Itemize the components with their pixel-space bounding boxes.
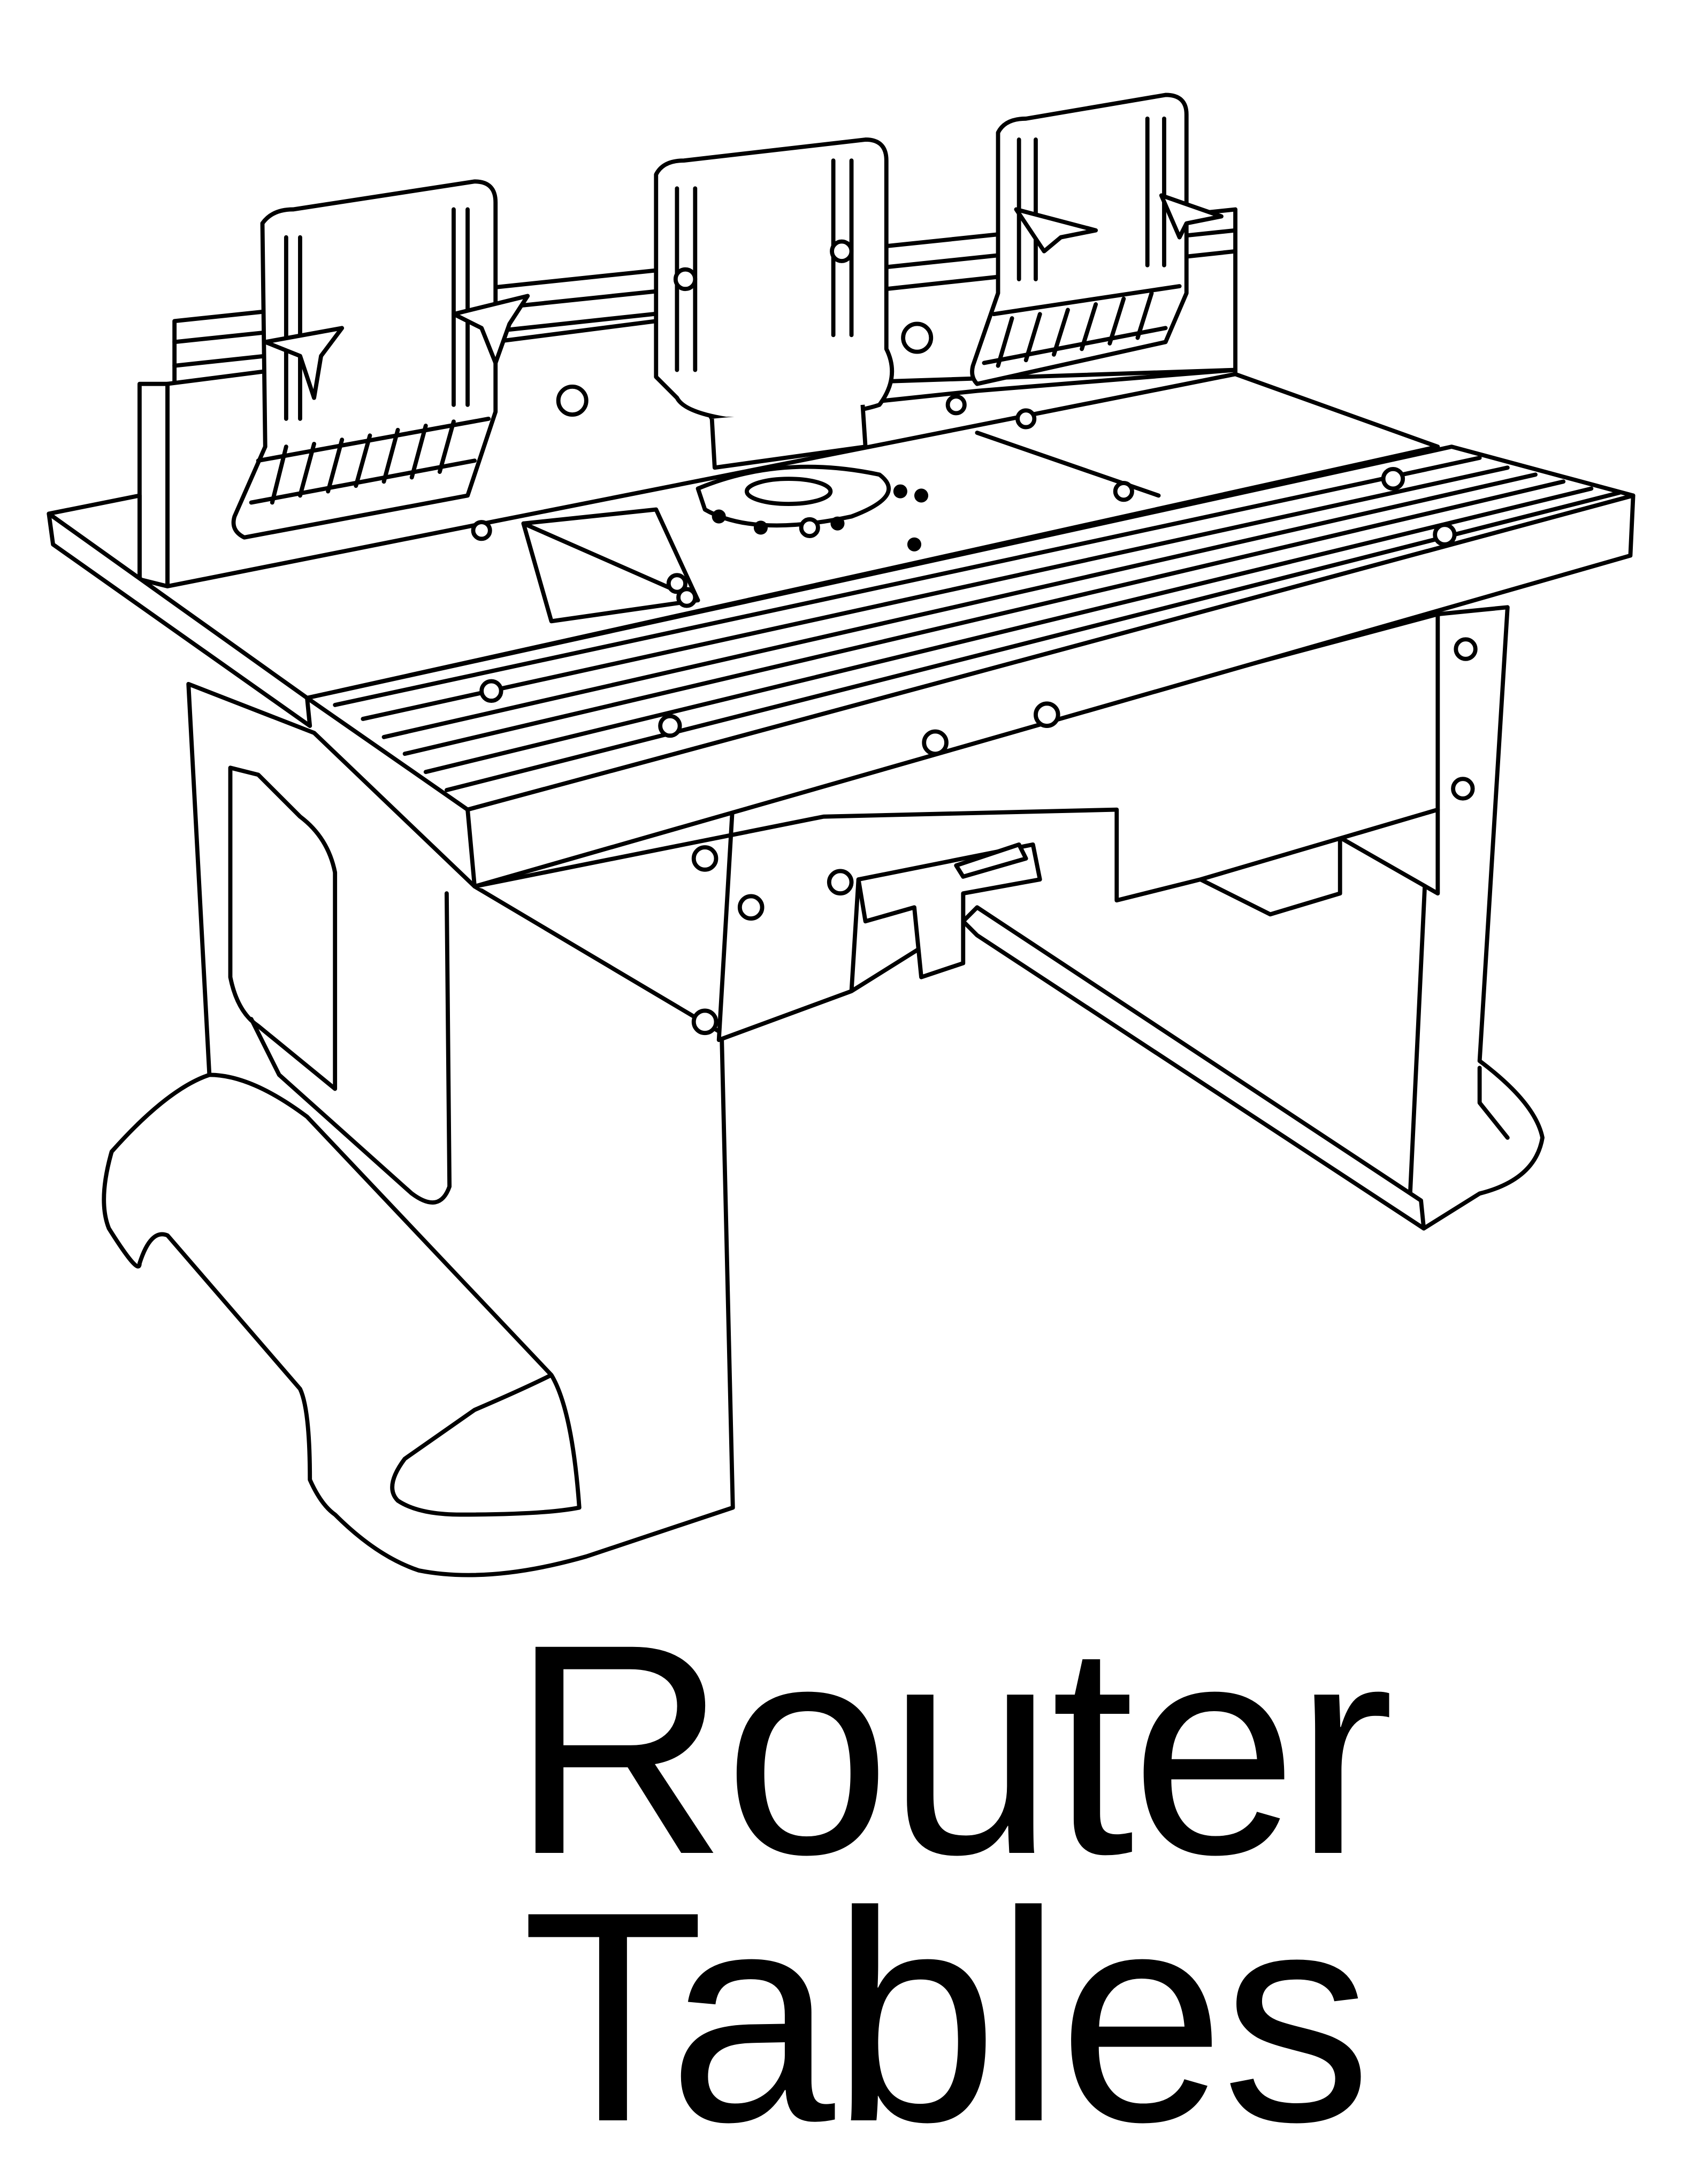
front-t-track-rail: [305, 445, 1635, 889]
right-leg: [1408, 605, 1545, 1231]
table-top: [47, 372, 1440, 728]
center-clamp: [654, 137, 895, 470]
left-featherboard: [231, 179, 530, 540]
title-line-1: Router: [511, 1582, 1394, 1917]
front-apron: [474, 612, 1440, 1043]
title-line-2: Tables: [522, 1849, 1372, 2184]
left-leg: [102, 681, 735, 1577]
right-featherboard: [970, 93, 1224, 386]
